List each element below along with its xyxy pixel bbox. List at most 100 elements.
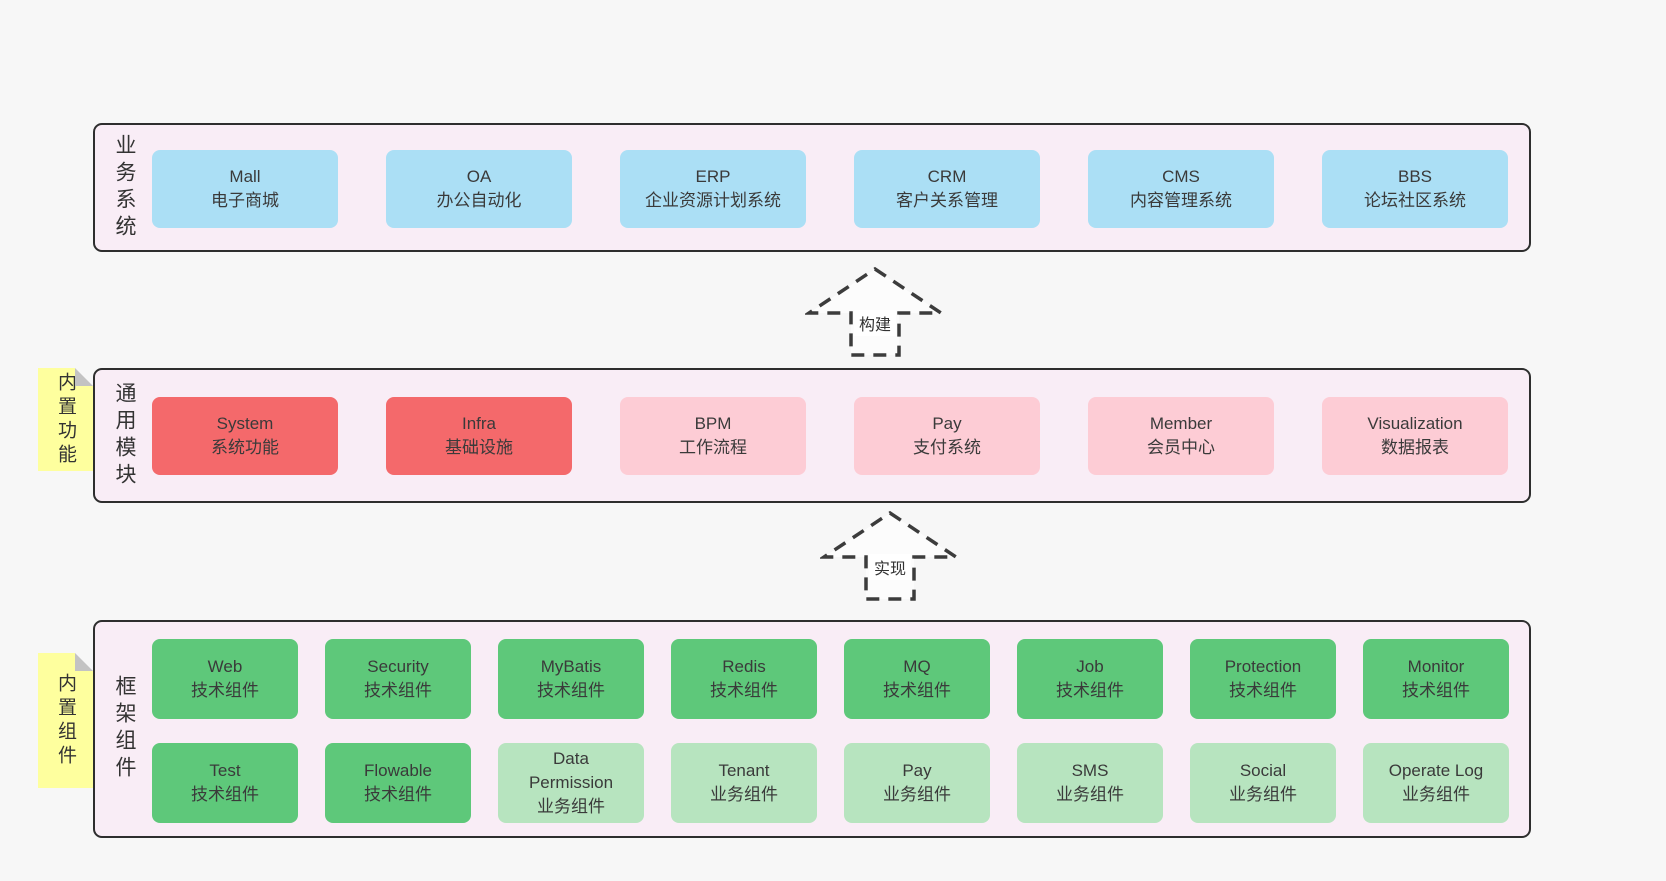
- section-label-business: 业务系统: [113, 133, 136, 242]
- box-title: Infra: [461, 414, 497, 433]
- box-redis: Redis 技术组件: [671, 639, 817, 719]
- box-subtitle: 工作流程: [679, 438, 747, 457]
- box-subtitle: 技术组件: [1056, 681, 1124, 700]
- box-subtitle: 业务组件: [1229, 785, 1297, 804]
- box-title: Tenant: [718, 761, 770, 780]
- box-title: OA: [466, 167, 492, 186]
- box-system: System 系统功能: [152, 397, 338, 475]
- box-data-permission: Data Permission 业务组件: [498, 743, 644, 823]
- box-title: Pay: [902, 761, 932, 780]
- box-mybatis: MyBatis 技术组件: [498, 639, 644, 719]
- box-title: Social: [1239, 761, 1287, 780]
- folded-corner-icon: [75, 368, 93, 386]
- box-subtitle: 业务组件: [1056, 785, 1124, 804]
- box-subtitle: 企业资源计划系统: [645, 191, 781, 210]
- box-bbs: BBS 论坛社区系统: [1322, 150, 1508, 228]
- module-box-row: System 系统功能 Infra 基础设施 BPM 工作流程 Pay 支付系统…: [152, 397, 1508, 475]
- box-cms: CMS 内容管理系统: [1088, 150, 1274, 228]
- box-title: SMS: [1071, 761, 1109, 780]
- box-test: Test 技术组件: [152, 743, 298, 823]
- box-security: Security 技术组件: [325, 639, 471, 719]
- box-subtitle: 系统功能: [211, 438, 279, 457]
- box-oa: OA 办公自动化: [386, 150, 572, 228]
- box-social: Social 业务组件: [1190, 743, 1336, 823]
- box-subtitle: 办公自动化: [436, 191, 522, 210]
- box-mall: Mall 电子商城: [152, 150, 338, 228]
- box-title: Flowable: [363, 761, 433, 780]
- box-title: Operate Log: [1388, 761, 1484, 780]
- box-flowable: Flowable 技术组件: [325, 743, 471, 823]
- box-pay-component: Pay 业务组件: [844, 743, 990, 823]
- business-box-row: Mall 电子商城 OA 办公自动化 ERP 企业资源计划系统 CRM 客户关系…: [152, 150, 1508, 228]
- box-job: Job 技术组件: [1017, 639, 1163, 719]
- box-subtitle: 数据报表: [1381, 438, 1449, 457]
- box-subtitle: 技术组件: [710, 681, 778, 700]
- arrow-build: 构建: [805, 266, 945, 358]
- box-title: Security: [367, 657, 429, 676]
- box-visualization: Visualization 数据报表: [1322, 397, 1508, 475]
- section-label-common: 通用模块: [113, 381, 136, 490]
- box-title: Protection: [1224, 657, 1302, 676]
- note-text: 内置功能: [55, 371, 76, 468]
- box-tenant: Tenant 业务组件: [671, 743, 817, 823]
- box-subtitle: 技术组件: [883, 681, 951, 700]
- section-label-framework: 框架组件: [113, 675, 136, 783]
- component-box-row-1: Web 技术组件 Security 技术组件 MyBatis 技术组件 Redi…: [152, 639, 1509, 719]
- box-title: Job: [1076, 657, 1104, 676]
- box-title: Member: [1149, 414, 1213, 433]
- box-subtitle: 技术组件: [364, 681, 432, 700]
- sticky-note-built-in-components: 内置组件: [38, 653, 93, 788]
- box-infra: Infra 基础设施: [386, 397, 572, 475]
- box-subtitle: 技术组件: [1402, 681, 1470, 700]
- box-title: Pay: [932, 414, 962, 433]
- note-text: 内置组件: [55, 672, 76, 769]
- box-subtitle: 会员中心: [1147, 438, 1215, 457]
- folded-corner-icon: [75, 653, 93, 671]
- box-title: ERP: [695, 167, 731, 186]
- box-protection: Protection 技术组件: [1190, 639, 1336, 719]
- box-sms: SMS 业务组件: [1017, 743, 1163, 823]
- box-subtitle: 内容管理系统: [1130, 191, 1232, 210]
- box-subtitle: 技术组件: [364, 785, 432, 804]
- box-title: MyBatis: [540, 657, 602, 676]
- sticky-note-built-in-features: 内置功能: [38, 368, 93, 471]
- section-framework-components: 框架组件 Web 技术组件 Security 技术组件 MyBatis 技术组件…: [93, 620, 1531, 838]
- box-title: Mall: [229, 167, 261, 186]
- arrow-implement: 实现: [820, 510, 960, 602]
- box-subtitle: 客户关系管理: [896, 191, 998, 210]
- box-subtitle: 技术组件: [191, 681, 259, 700]
- box-title: Data Permission: [528, 749, 614, 792]
- box-crm: CRM 客户关系管理: [854, 150, 1040, 228]
- box-subtitle: 支付系统: [913, 438, 981, 457]
- section-business-systems: 业务系统 Mall 电子商城 OA 办公自动化 ERP 企业资源计划系统 CRM…: [93, 123, 1531, 252]
- box-title: Redis: [722, 657, 766, 676]
- box-pay-module: Pay 支付系统: [854, 397, 1040, 475]
- box-erp: ERP 企业资源计划系统: [620, 150, 806, 228]
- box-title: Monitor: [1407, 657, 1465, 676]
- box-title: CMS: [1162, 167, 1200, 186]
- box-mq: MQ 技术组件: [844, 639, 990, 719]
- box-subtitle: 技术组件: [1229, 681, 1297, 700]
- box-subtitle: 业务组件: [1402, 785, 1470, 804]
- box-title: BBS: [1397, 167, 1433, 186]
- box-bpm: BPM 工作流程: [620, 397, 806, 475]
- box-subtitle: 技术组件: [537, 681, 605, 700]
- box-operate-log: Operate Log 业务组件: [1363, 743, 1509, 823]
- box-title: Visualization: [1367, 414, 1463, 433]
- box-title: CRM: [927, 167, 967, 186]
- box-title: BPM: [694, 414, 732, 433]
- box-subtitle: 基础设施: [445, 438, 513, 457]
- box-subtitle: 业务组件: [537, 797, 605, 816]
- arrow-build-label: 构建: [853, 310, 897, 336]
- box-title: MQ: [903, 657, 931, 676]
- section-common-modules: 通用模块 System 系统功能 Infra 基础设施 BPM 工作流程 Pay…: [93, 368, 1531, 503]
- box-member: Member 会员中心: [1088, 397, 1274, 475]
- box-subtitle: 业务组件: [710, 785, 778, 804]
- box-title: Web: [207, 657, 243, 676]
- box-subtitle: 电子商城: [211, 191, 279, 210]
- box-subtitle: 论坛社区系统: [1364, 191, 1466, 210]
- box-subtitle: 技术组件: [191, 785, 259, 804]
- box-title: System: [216, 414, 274, 433]
- box-web: Web 技术组件: [152, 639, 298, 719]
- component-box-row-2: Test 技术组件 Flowable 技术组件 Data Permission …: [152, 743, 1509, 823]
